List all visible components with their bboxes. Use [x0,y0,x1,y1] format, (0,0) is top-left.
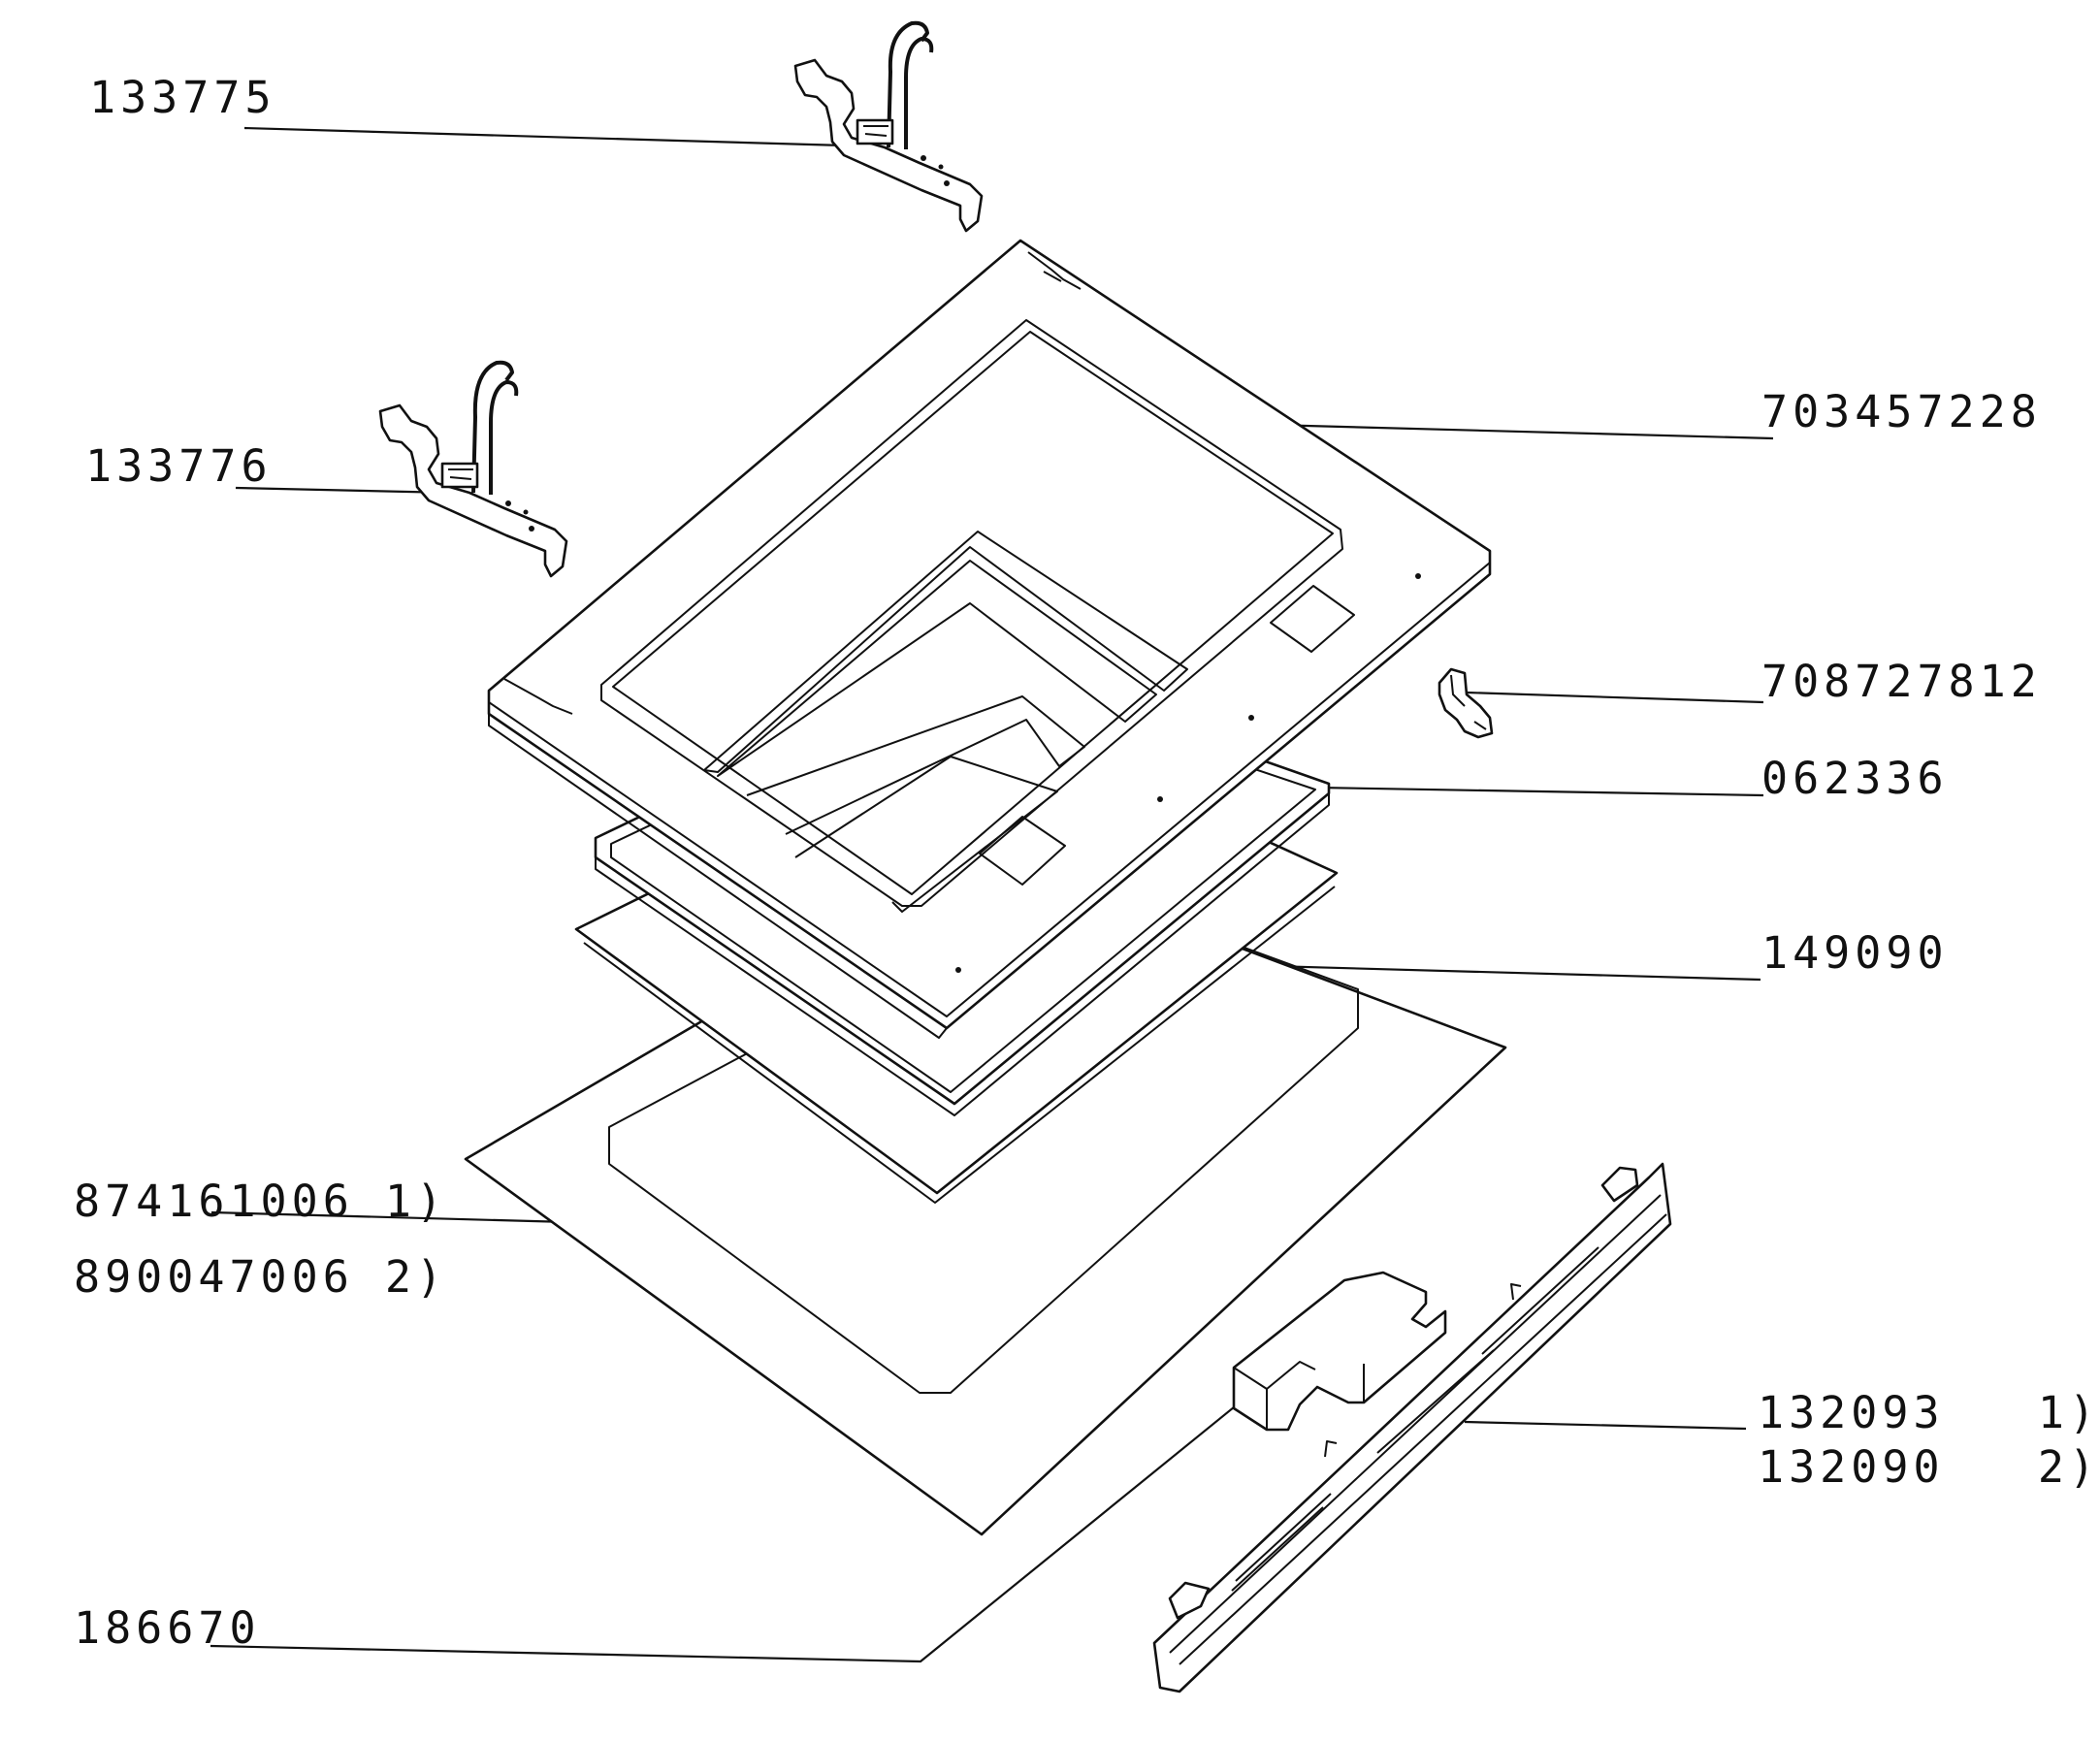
part-number-874161006: 874161006 1) [74,1176,448,1227]
part-number-133776: 133776 [85,440,273,492]
catch-708727812 [1438,667,1494,739]
leader-186670 [210,1369,1281,1663]
leader-133775 [243,126,845,147]
part-number-149090: 149090 [1761,927,1949,979]
part-number-890047006: 890047006 2) [74,1251,448,1303]
hinge-133776 [378,360,568,578]
part-number-708727812: 708727812 [1761,656,2042,707]
leader-132093 [1464,1420,1747,1431]
hinge-133775 [793,20,984,233]
leader-708727812 [1466,691,1764,704]
door-handle-strip [1152,1162,1672,1693]
part-number-062336: 062336 [1761,753,1949,804]
leader-133776 [235,486,452,495]
part-number-186670: 186670 [74,1602,261,1654]
leader-062336 [1315,786,1764,797]
part-number-132093: 132093 1) [1758,1387,2100,1438]
part-number-703457228: 703457228 [1761,386,2042,437]
part-number-133775: 133775 [89,72,276,123]
door-panel [487,239,1492,1039]
insulation-block [1232,1271,1447,1432]
leader-703457228 [1233,422,1774,440]
part-number-132090: 132090 2) [1758,1441,2100,1493]
